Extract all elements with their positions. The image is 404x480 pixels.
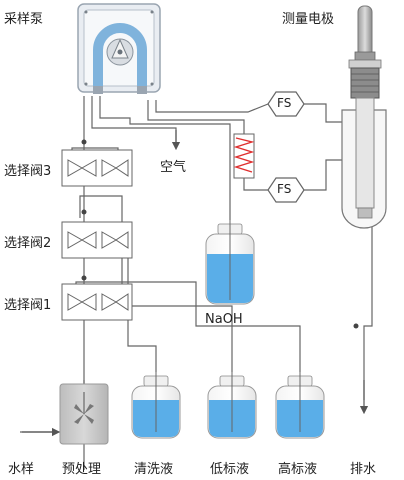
flow-sensor-bottom: [267, 177, 305, 203]
bottle-naoh: [205, 220, 255, 305]
peristaltic-pump: [77, 3, 161, 94]
reaction-coil: [233, 133, 255, 179]
bottle-cleaning: [131, 372, 181, 439]
selection-valve-2: [61, 221, 133, 259]
junction-dots: [81, 139, 359, 329]
flow-sensor-top: [267, 91, 305, 117]
pretreatment-tank: [59, 383, 109, 445]
bottle-high-standard: [275, 372, 325, 439]
bottle-low-standard: [207, 372, 257, 439]
selection-valve-3: [61, 149, 133, 187]
selection-valve-1: [61, 283, 133, 321]
measuring-electrode: [341, 5, 387, 229]
